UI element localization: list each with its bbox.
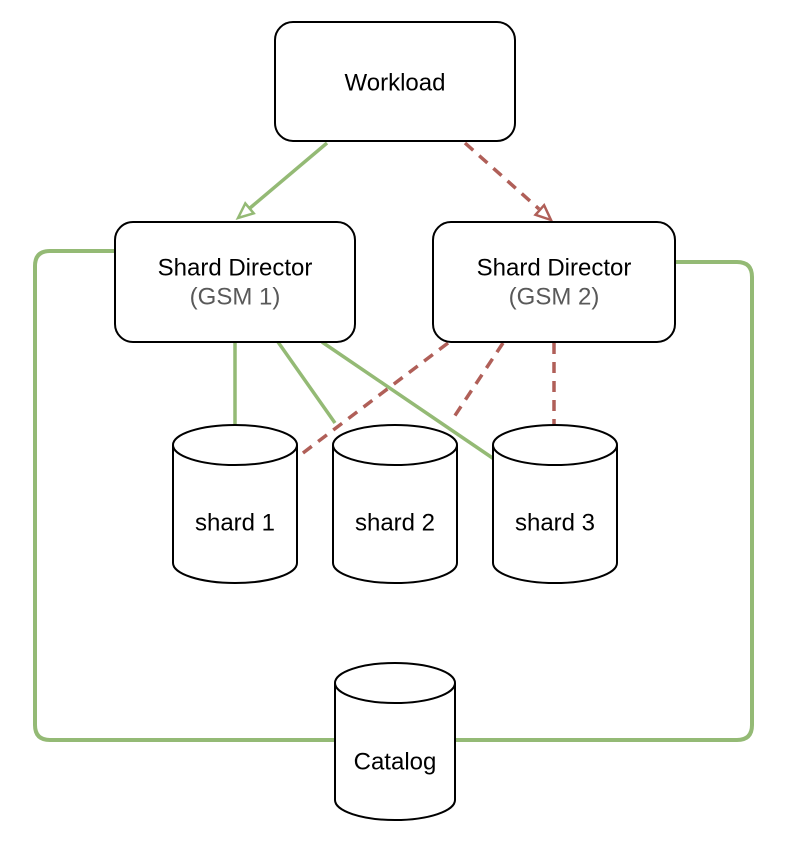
gsm1-sublabel: (GSM 1) bbox=[190, 284, 281, 311]
edge-workload-gsm1 bbox=[248, 141, 329, 210]
gsm1-box bbox=[114, 221, 356, 343]
edge-gsm1-shard2 bbox=[276, 340, 337, 425]
gsm2-sublabel: (GSM 2) bbox=[509, 284, 600, 311]
node-shard2: shard 2 bbox=[332, 424, 458, 584]
node-shard-director-gsm2: Shard Director (GSM 2) bbox=[432, 221, 676, 343]
gsm2-box bbox=[432, 221, 676, 343]
shard1-cylinder-top bbox=[172, 424, 298, 466]
node-shard-director-gsm1: Shard Director (GSM 1) bbox=[114, 221, 356, 343]
workload-label: Workload bbox=[345, 70, 446, 97]
edge-workload-gsm2-arrowhead-icon bbox=[533, 202, 554, 223]
edge-gsm2-shard2 bbox=[450, 342, 505, 421]
workload-box bbox=[274, 21, 516, 142]
node-catalog: Catalog bbox=[334, 662, 456, 821]
gsm1-label: Shard Director bbox=[158, 255, 313, 282]
shard1-label: shard 1 bbox=[195, 510, 275, 537]
edge-gsm2-shard1 bbox=[297, 341, 450, 458]
shard3-cylinder-body bbox=[492, 445, 618, 584]
shard2-cylinder-body bbox=[332, 445, 458, 584]
shard1-cylinder-body bbox=[172, 445, 298, 584]
edge-workload-gsm2 bbox=[463, 141, 541, 211]
node-workload: Workload bbox=[274, 21, 516, 142]
shard2-cylinder-top bbox=[332, 424, 458, 466]
shard2-label: shard 2 bbox=[355, 510, 435, 537]
edge-workload-gsm1-arrowhead-icon bbox=[235, 201, 256, 221]
catalog-cylinder-body bbox=[334, 683, 456, 821]
catalog-cylinder-top bbox=[334, 662, 456, 704]
catalog-label: Catalog bbox=[354, 749, 437, 776]
node-shard1: shard 1 bbox=[172, 424, 298, 584]
gsm2-label: Shard Director bbox=[477, 255, 632, 282]
node-shard3: shard 3 bbox=[492, 424, 618, 584]
shard3-label: shard 3 bbox=[515, 510, 595, 537]
shard3-cylinder-top bbox=[492, 424, 618, 466]
edge-gsm1-shard3 bbox=[321, 340, 495, 461]
